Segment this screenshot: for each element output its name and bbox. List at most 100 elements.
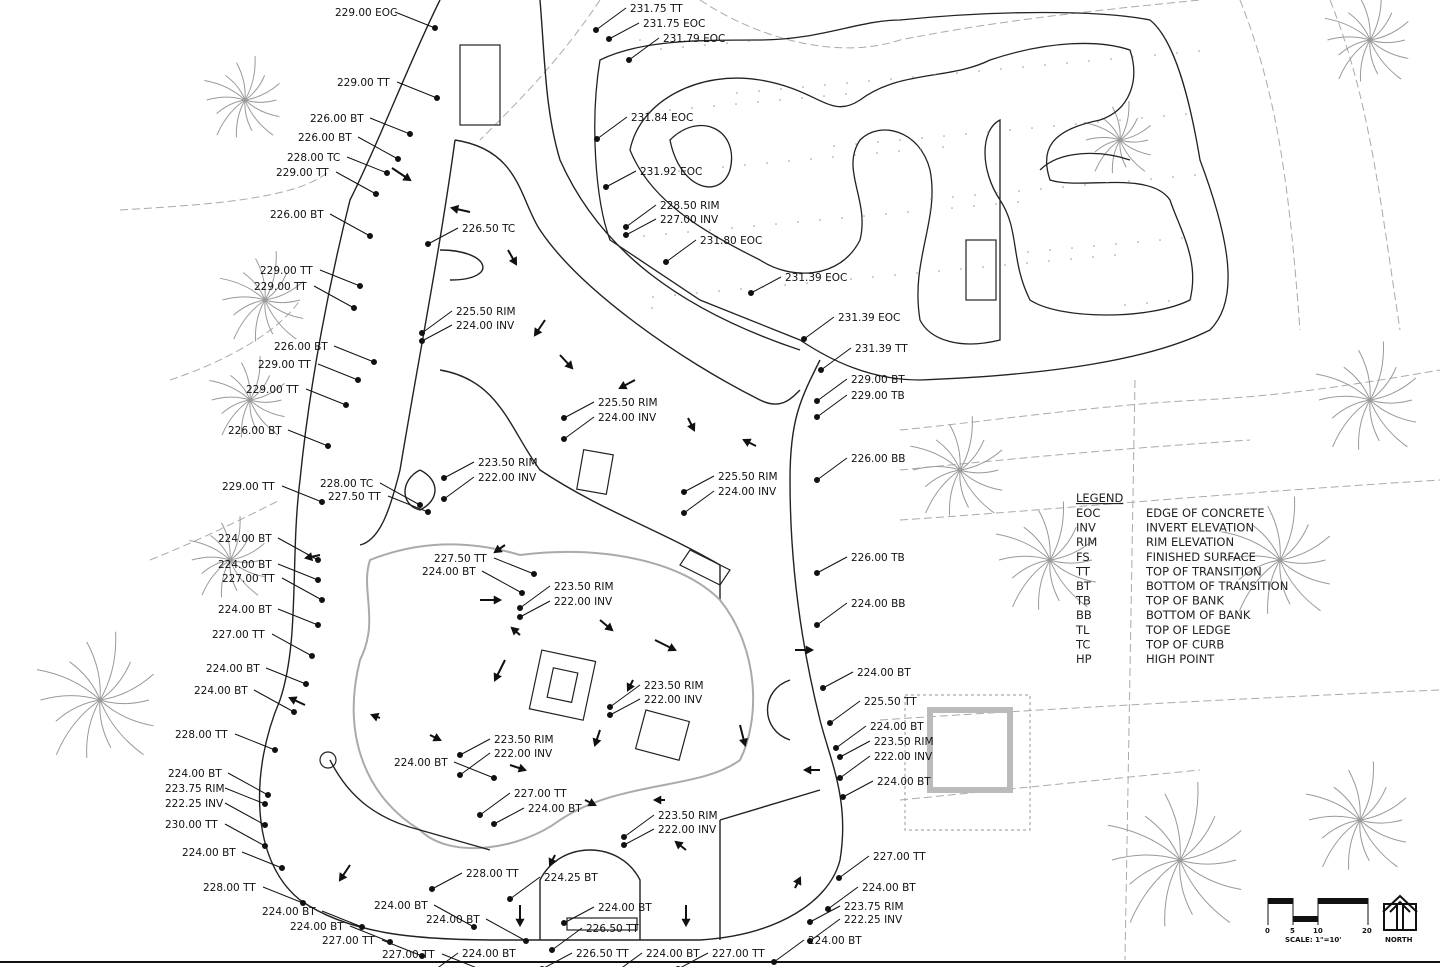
survey-point [407, 131, 413, 137]
survey-point [681, 489, 687, 495]
texture-dot [740, 288, 742, 290]
elevation-label: 228.00 TT [466, 868, 519, 880]
leader-line [596, 116, 628, 140]
elevation-label: 224.00 BT [877, 776, 931, 788]
survey-point [262, 822, 268, 828]
scale-tick: 10 [1313, 927, 1323, 935]
texture-dot [1097, 121, 1099, 123]
tree-branch [1251, 524, 1281, 561]
texture-dot [806, 282, 808, 284]
texture-dot [1132, 56, 1134, 58]
tree-branch [235, 99, 246, 138]
legend-desc: FINISHED SURFACE [1146, 550, 1256, 564]
tree-branch [1107, 824, 1181, 861]
leader-line [387, 495, 429, 513]
texture-dot [1044, 64, 1046, 66]
texture-dot [736, 92, 738, 94]
texture-dot [846, 82, 848, 84]
leader-line [623, 828, 655, 846]
leader-line [835, 725, 867, 749]
leader-line [281, 577, 323, 601]
tree-branch [1023, 526, 1051, 561]
leader-line [421, 324, 453, 342]
elevation-label: 224.00 BT [598, 902, 652, 914]
tree-branch [1305, 793, 1361, 821]
survey-point [837, 775, 843, 781]
leader-line [839, 740, 871, 758]
leader-line [509, 876, 541, 900]
tree-branch [1049, 537, 1097, 561]
leader-line [625, 218, 657, 236]
leader-line [459, 738, 491, 756]
elevation-label: 223.50 RIM [554, 581, 614, 593]
tree-branch [225, 74, 246, 101]
texture-dot [898, 150, 900, 152]
leader-line [809, 905, 841, 923]
leader-line [816, 457, 848, 481]
leader-line [605, 170, 637, 188]
elevation-label: 222.00 INV [478, 472, 537, 484]
tree-branch [1321, 819, 1361, 839]
texture-dot [726, 42, 728, 44]
tree-branch [241, 362, 251, 401]
texture-dot [758, 90, 760, 92]
arrow-head [681, 918, 691, 928]
elevation-label: 224.00 BT [218, 559, 272, 571]
elevation-label: 224.00 BT [422, 566, 476, 578]
leader-line [265, 667, 307, 685]
elevation-label: 222.00 INV [874, 751, 933, 763]
texture-dot [841, 217, 843, 219]
texture-dot [1137, 241, 1139, 243]
elevation-label: 224.00 BT [646, 948, 700, 960]
arrow-head [604, 622, 614, 632]
arrow-head [618, 381, 628, 390]
arrow-head [493, 544, 503, 554]
texture-dot [907, 211, 909, 213]
elevation-label: 231.79 EOC [663, 33, 725, 45]
elevation-label: 226.00 BT [298, 132, 352, 144]
arrow-head [370, 712, 380, 722]
survey-point [827, 720, 833, 726]
elevation-label: 228.00 TC [320, 478, 373, 490]
leader-line [287, 429, 329, 447]
tree-branch [1359, 819, 1407, 843]
texture-dot [868, 80, 870, 82]
survey-point [833, 745, 839, 751]
texture-dot [1026, 262, 1028, 264]
texture-dot [1053, 125, 1055, 127]
tree-branch [1369, 341, 1385, 401]
leader-line [253, 689, 295, 713]
curb [566, 917, 638, 931]
tree-branch [222, 296, 266, 301]
tree-branch [1331, 399, 1371, 419]
survey-point [434, 95, 440, 101]
texture-dot [1071, 247, 1073, 249]
elevation-label: 223.50 RIM [874, 736, 934, 748]
texture-dot [1181, 237, 1183, 239]
contour-lines [119, 0, 1440, 961]
elevation-label: 227.00 TT [222, 573, 275, 585]
elevation-label: 224.00 BB [851, 598, 905, 610]
elevation-label: 228.00 TT [175, 729, 228, 741]
survey-point [606, 36, 612, 42]
ledge-box [459, 44, 501, 126]
elevation-label: 231.75 TT [630, 3, 683, 15]
survey-point [561, 436, 567, 442]
tree-branch [1144, 815, 1181, 861]
tree-branch [1279, 559, 1326, 564]
texture-dot [982, 266, 984, 268]
elevation-label: 226.00 BT [274, 341, 328, 353]
tree-branch [264, 272, 288, 301]
leader-line [317, 363, 359, 381]
survey-point [262, 801, 268, 807]
legend-title: LEGEND [1076, 491, 1123, 505]
track-texture [639, 39, 1200, 309]
arrow-head [402, 172, 412, 182]
elevation-label: 224.00 INV [598, 412, 657, 424]
tree-branch [998, 555, 1051, 561]
survey-point [561, 415, 567, 421]
survey-point [315, 622, 321, 628]
skate-park-outline [258, 0, 844, 941]
texture-dot [1000, 68, 1002, 70]
leader-line [438, 952, 459, 967]
